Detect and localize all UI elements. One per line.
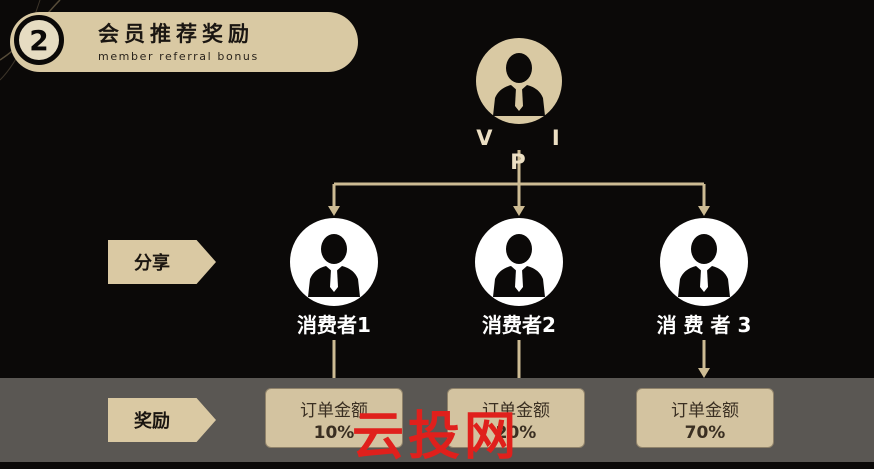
person-icon (493, 234, 545, 297)
reward-tag-label: 奖励 (134, 411, 170, 432)
reward-percent-2: 20% (495, 423, 537, 443)
arrow-head-2 (513, 206, 525, 216)
reward-percent-3: 70% (684, 423, 726, 443)
share-tag: 分享 (108, 240, 216, 284)
consumer-label-1: 消费者1 (297, 313, 371, 337)
vip-label: V I P (476, 126, 586, 174)
consumer-avatar-1 (290, 218, 378, 306)
watermark: 云投网 (352, 406, 521, 467)
reward-box-3: 订单金额 70% (636, 388, 774, 448)
reward-title-1: 订单金额 (300, 401, 368, 421)
person-icon (678, 234, 730, 297)
arrow-head-reward-3 (698, 368, 710, 378)
page-subtitle: member referral bonus (98, 50, 259, 63)
vip-avatar (476, 38, 562, 124)
arrow-head-3 (698, 206, 710, 216)
arrow-head-1 (328, 206, 340, 216)
page-title: 会员推荐奖励 (98, 22, 254, 46)
reward-box-2: 订单金额 20% (447, 388, 585, 448)
header-pill (10, 12, 358, 72)
reward-tag: 奖励 (108, 398, 216, 442)
consumer-label-3: 消 费 者 3 (656, 313, 752, 337)
consumer-label-2: 消费者2 (482, 313, 556, 337)
share-tag-label: 分享 (134, 253, 170, 274)
consumer-avatar-3 (660, 218, 748, 306)
person-icon (308, 234, 360, 297)
reward-title-3: 订单金额 (671, 401, 739, 421)
reward-box-1: 订单金额 10% (265, 388, 403, 448)
reward-title-2: 订单金额 (482, 401, 550, 421)
consumer-avatar-2 (475, 218, 563, 306)
step-number-badge: 2 (14, 15, 64, 65)
reward-percent-1: 10% (313, 423, 355, 443)
person-icon (493, 53, 545, 116)
